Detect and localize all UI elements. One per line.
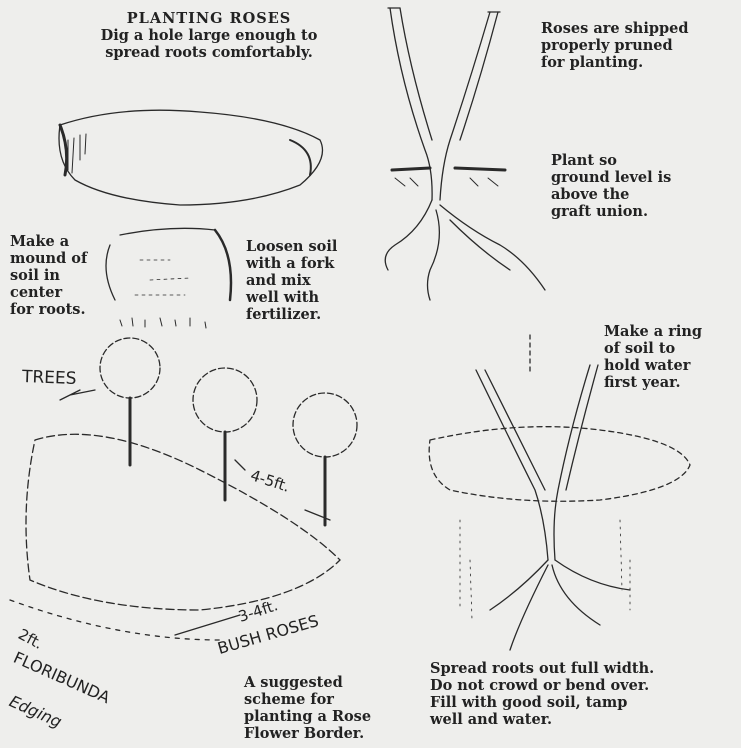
intro-line: spread roots comfortably.: [64, 44, 354, 61]
note-line: first year.: [604, 374, 702, 391]
mound-note: Make a mound of soil in center for roots…: [10, 233, 87, 318]
note-line: Loosen soil: [246, 238, 337, 255]
shipped-note: Roses are shipped properly pruned for pl…: [541, 20, 689, 71]
spread-note: Spread roots out full width. Do not crow…: [430, 660, 654, 728]
note-line: ground level is: [551, 169, 671, 186]
trees-label: TREES: [22, 367, 77, 389]
ring-note: Make a ring of soil to hold water first …: [604, 323, 702, 391]
note-line: Make a: [10, 233, 87, 250]
note-line: scheme for: [244, 691, 371, 708]
note-line: mound of: [10, 250, 87, 267]
note-line: Spread roots out full width.: [430, 660, 654, 677]
note-line: above the: [551, 186, 671, 203]
note-line: for roots.: [10, 301, 87, 318]
note-line: center: [10, 284, 87, 301]
note-line: Plant so: [551, 152, 671, 169]
note-line: and mix: [246, 272, 337, 289]
note-line: well and water.: [430, 711, 654, 728]
note-line: Make a ring: [604, 323, 702, 340]
note-line: fertilizer.: [246, 306, 337, 323]
note-line: with a fork: [246, 255, 337, 272]
note-line: Flower Border.: [244, 725, 371, 742]
note-line: for planting.: [541, 54, 689, 71]
note-line: soil in: [10, 267, 87, 284]
note-line: A suggested: [244, 674, 371, 691]
note-line: Fill with good soil, tamp: [430, 694, 654, 711]
note-line: planting a Rose: [244, 708, 371, 725]
scheme-note: A suggested scheme for planting a Rose F…: [244, 674, 371, 742]
note-line: graft union.: [551, 203, 671, 220]
note-line: Do not crowd or bend over.: [430, 677, 654, 694]
note-line: Roses are shipped: [541, 20, 689, 37]
intro-line: Dig a hole large enough to: [64, 27, 354, 44]
plant-so-note: Plant so ground level is above the graft…: [551, 152, 671, 220]
note-line: properly pruned: [541, 37, 689, 54]
note-line: well with: [246, 289, 337, 306]
title-block: PLANTING ROSES Dig a hole large enough t…: [64, 10, 354, 61]
graft-sketch: [385, 8, 545, 300]
page-title: PLANTING ROSES: [64, 10, 354, 27]
note-line: of soil to: [604, 340, 702, 357]
note-line: hold water: [604, 357, 702, 374]
loosen-note: Loosen soil with a fork and mix well wit…: [246, 238, 337, 323]
